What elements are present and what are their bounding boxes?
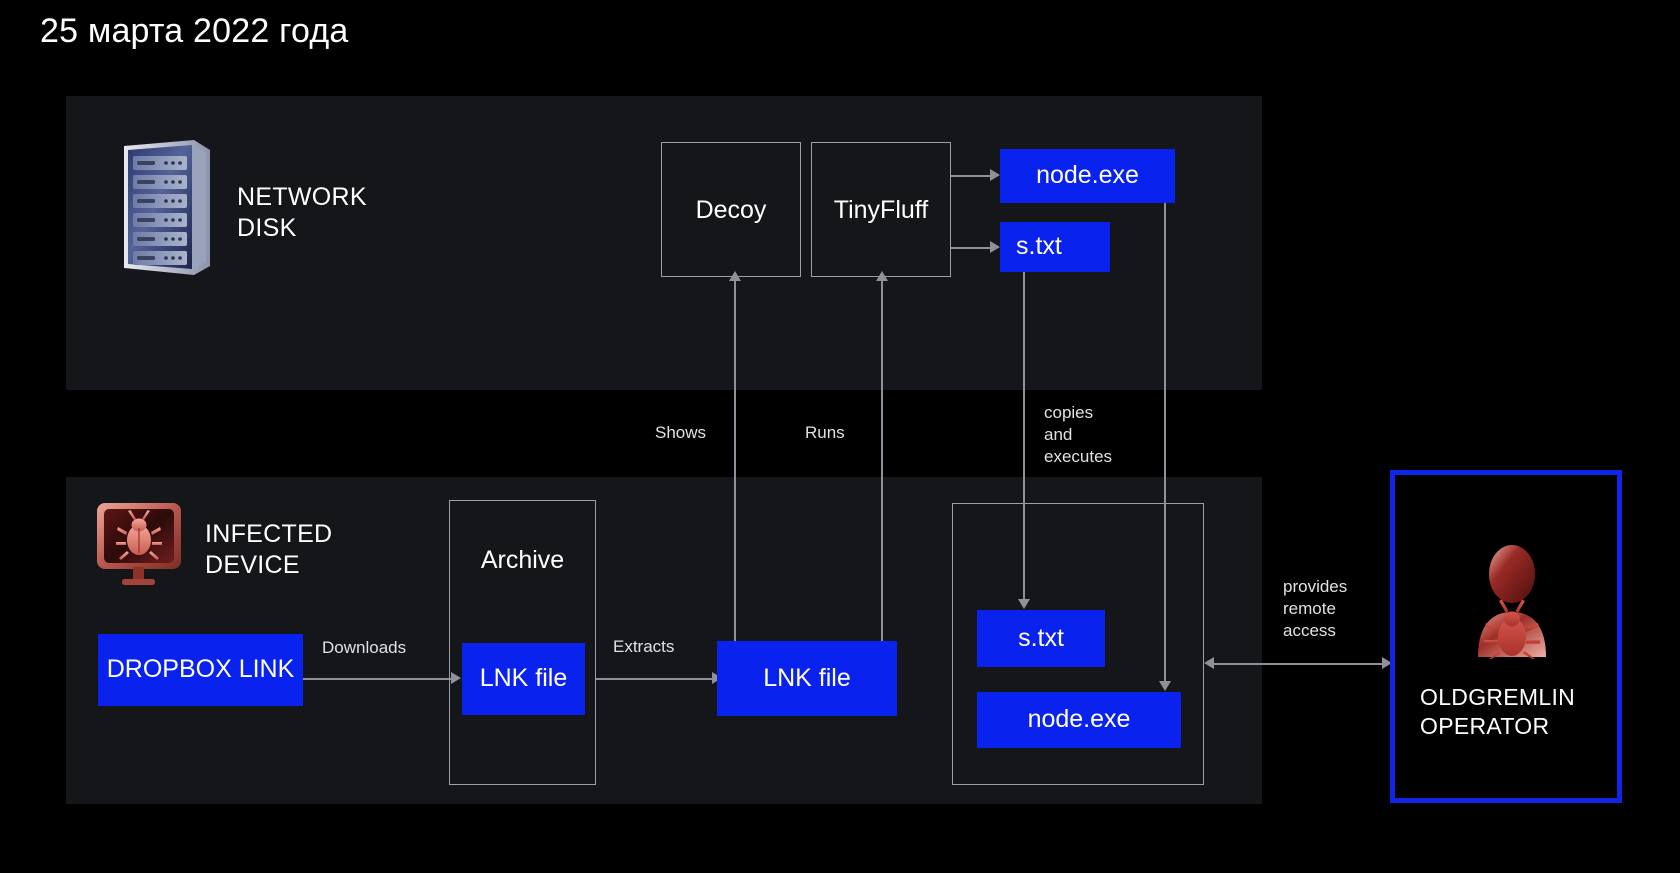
edge-label-copies-and-executes: copies and executes — [1044, 403, 1113, 466]
archive-box: Archive — [449, 500, 596, 785]
edge-label-downloads: Downloads — [322, 638, 407, 657]
edge-s-txt-copy-arrowhead — [1018, 599, 1030, 609]
edge-tinyfluff-to-node-exe-arrowhead — [990, 169, 1000, 181]
edge-lnk-to-tinyfluff — [881, 281, 883, 641]
dropbox-link-box: DROPBOX LINK — [98, 634, 303, 706]
s-txt-top-box: s.txt — [1000, 222, 1110, 272]
decoy-label: Decoy — [695, 196, 767, 224]
node-exe-top-box: node.exe — [1000, 149, 1175, 203]
edge-tinyfluff-to-s-txt — [951, 247, 990, 249]
edge-s-txt-copy — [1023, 272, 1025, 599]
lnk-file-extracted-box: LNK file — [717, 641, 897, 716]
archive-label: Archive — [480, 546, 565, 574]
edge-payload-to-operator — [1210, 663, 1386, 665]
edge-node-exe-copy-arrowhead — [1159, 681, 1171, 691]
edge-lnk-to-tinyfluff-arrowhead — [876, 271, 888, 281]
edge-archive-to-lnk — [596, 678, 712, 680]
edge-lnk-to-decoy — [734, 281, 736, 641]
node-exe-bottom-box: node.exe — [977, 692, 1181, 748]
edge-label-shows: Shows — [655, 423, 707, 442]
network-disk-caption: NETWORK DISK — [237, 183, 367, 242]
edge-dropbox-to-archive — [303, 678, 451, 680]
infected-device-caption: INFECTED DEVICE — [205, 520, 333, 579]
edge-payload-to-operator-arrowhead-left — [1204, 657, 1214, 669]
edge-label-provides-remote-access: provides remote access — [1283, 577, 1348, 640]
decoy-box: Decoy — [661, 142, 801, 277]
edge-label-extracts: Extracts — [613, 637, 675, 656]
page-title: 25 марта 2022 года — [40, 12, 349, 50]
edge-tinyfluff-to-node-exe — [951, 175, 990, 177]
operator-bug-person-icon — [1458, 541, 1566, 659]
edge-tinyfluff-to-s-txt-arrowhead — [990, 241, 1000, 253]
infected-monitor-bug-icon — [93, 500, 189, 590]
payload-container-box — [952, 503, 1204, 785]
lnk-file-in-archive-box: LNK file — [462, 643, 585, 715]
oldgremlin-operator-zone: OLDGREMLIN OPERATOR — [1390, 470, 1622, 803]
edge-dropbox-to-archive-arrowhead — [451, 672, 461, 684]
oldgremlin-operator-caption: OLDGREMLIN OPERATOR — [1420, 684, 1576, 740]
server-rack-icon — [118, 140, 210, 275]
edge-payload-to-operator-arrowhead-right — [1382, 657, 1392, 669]
edge-node-exe-copy — [1164, 203, 1166, 681]
edge-lnk-to-decoy-arrowhead — [729, 271, 741, 281]
tinyfluff-box: TinyFluff — [811, 142, 951, 277]
s-txt-bottom-box: s.txt — [977, 610, 1105, 667]
tinyfluff-label: TinyFluff — [833, 196, 929, 224]
edge-label-runs: Runs — [805, 423, 845, 442]
